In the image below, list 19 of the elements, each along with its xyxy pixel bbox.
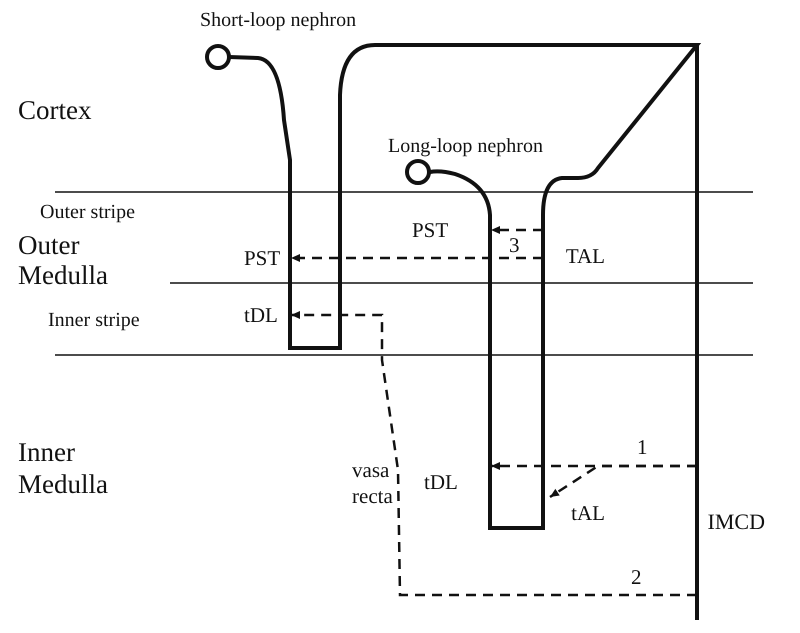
zone-label: Cortex	[18, 95, 92, 126]
segment-label: tDL	[244, 303, 290, 329]
zone-label: Outer Medulla	[18, 230, 109, 290]
dashed-arrow	[549, 464, 697, 498]
segment-label: PST	[412, 218, 490, 244]
zone-label: Outer stripe	[40, 200, 136, 224]
nephron-label: Long-loop nephron	[388, 134, 544, 158]
dashed-arrow	[491, 226, 543, 234]
segment-label: tAL	[549, 493, 605, 527]
zone-label: Inner Medulla	[18, 436, 109, 500]
zone-label: Inner stripe	[48, 308, 141, 332]
dashed-arrow	[291, 311, 697, 596]
segment-label: TAL	[543, 220, 605, 270]
collecting-duct: IMCD	[695, 45, 765, 620]
segment-label: tDL	[424, 470, 490, 496]
nephron-label: Short-loop nephron	[200, 8, 358, 32]
vessel-label: vasa recta	[352, 457, 394, 509]
dashed-arrow	[291, 254, 543, 262]
segment-label: PST	[244, 246, 290, 272]
